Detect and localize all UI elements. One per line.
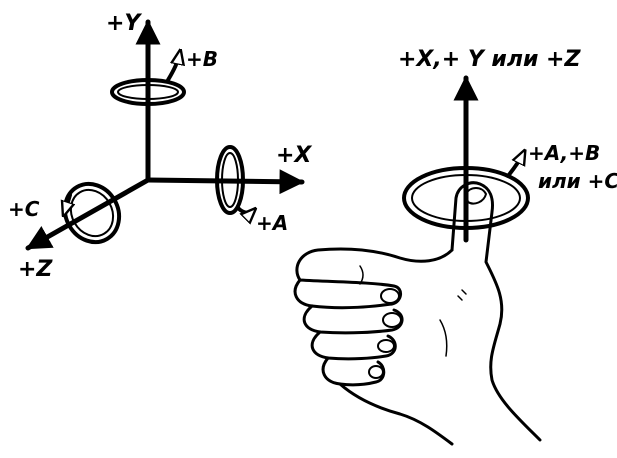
c-rotation-label: +C bbox=[8, 197, 40, 221]
rotation-ring bbox=[402, 152, 530, 230]
x-axis bbox=[145, 169, 305, 195]
hand-illustration bbox=[293, 181, 542, 446]
right-hand-rule: +X,+ Y или +Z +A,+B или +C bbox=[293, 47, 617, 446]
a-rotation-label: +A bbox=[256, 211, 288, 235]
x-axis-label: +X bbox=[276, 143, 312, 168]
rotation-c-arrow bbox=[54, 181, 122, 245]
z-axis-label: +Z bbox=[18, 257, 53, 282]
y-axis-label: +Y bbox=[106, 11, 142, 36]
rotation-a-arrow bbox=[215, 145, 254, 213]
axes-diagram: +Y +X +Z +B +A +C bbox=[8, 11, 312, 282]
rotation-label-line2: или +C bbox=[538, 169, 617, 193]
b-rotation-label: +B bbox=[186, 47, 218, 71]
z-axis bbox=[25, 177, 151, 251]
rotation-b-arrow bbox=[110, 52, 186, 106]
rotation-label-line1: +A,+B bbox=[528, 141, 600, 165]
axis-label: +X,+ Y или +Z bbox=[398, 47, 581, 72]
